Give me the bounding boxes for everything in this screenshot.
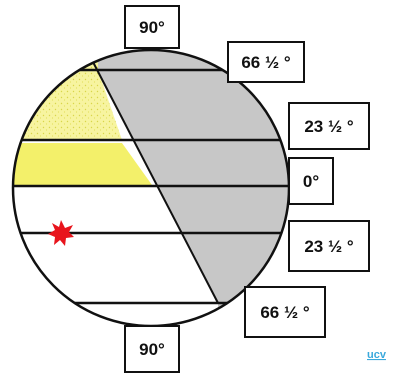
terminator-line	[92, 61, 219, 304]
svg-text:90°: 90°	[139, 18, 165, 37]
label-north-66: 66 ½ °	[227, 41, 305, 83]
svg-text:0°: 0°	[303, 172, 319, 191]
svg-text:23 ½ °: 23 ½ °	[304, 237, 354, 256]
label-top-90: 90°	[124, 5, 180, 49]
daylight-band	[13, 143, 152, 185]
svg-text:66 ½ °: 66 ½ °	[241, 53, 291, 72]
svg-text:66 ½ °: 66 ½ °	[260, 303, 310, 322]
label-south-66: 66 ½ °	[244, 286, 326, 338]
night-side	[98, 50, 289, 326]
label-bottom-90: 90°	[124, 325, 180, 373]
label-south-23: 23 ½ °	[288, 220, 370, 272]
credit-text: ucv	[367, 349, 387, 361]
svg-text:90°: 90°	[139, 340, 165, 359]
sun-marker-icon	[48, 220, 74, 246]
label-north-23: 23 ½ °	[288, 102, 370, 150]
svg-text:23 ½ °: 23 ½ °	[304, 117, 354, 136]
label-equator: 0°	[288, 157, 334, 205]
